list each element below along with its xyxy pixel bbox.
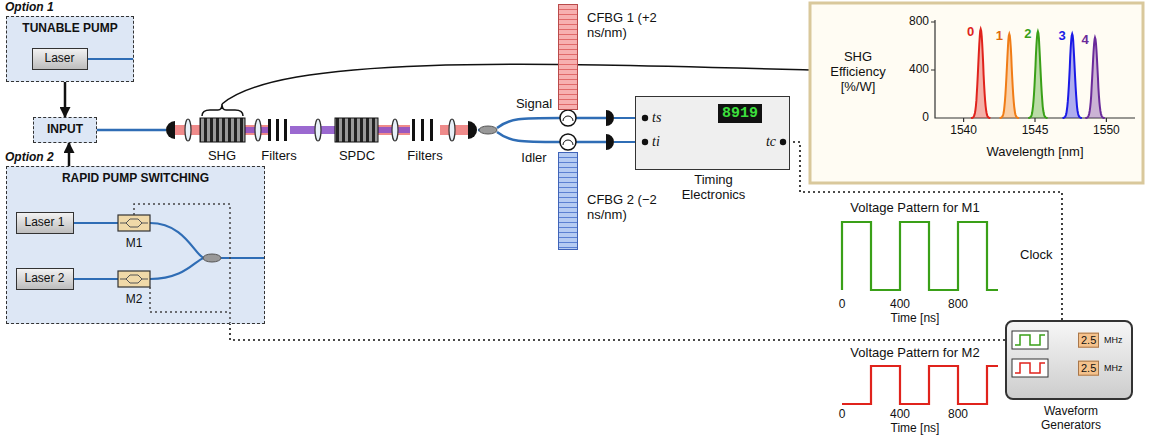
channel-label: ts [652, 110, 661, 126]
tick-label: 800 [948, 408, 968, 422]
tick-label: 0 [839, 298, 846, 312]
axis-title: Time [ns] [891, 422, 940, 436]
tick-label: 0 [839, 408, 846, 422]
unit-label: MHz [1104, 335, 1123, 345]
panel-title: RAPID PUMP SWITCHING [7, 172, 264, 186]
unit-label: MHz [1104, 363, 1123, 373]
tick-label: 400 [890, 408, 910, 422]
tick-label: 0 [922, 111, 929, 125]
axis-title: SHG Efficiency [%/W] [822, 50, 894, 95]
tick-label: 400 [909, 63, 929, 77]
tick-label: 1545 [1022, 124, 1049, 138]
cfbg-grating: CFBG 1 (+2 ns/nm) [558, 4, 578, 110]
laser-label: Laser 2 [24, 272, 64, 286]
input-arrow [64, 82, 67, 117]
component-label: Filters [261, 149, 296, 164]
peak-number: 2 [1024, 27, 1031, 42]
tick-label: 800 [909, 15, 929, 29]
component-label: SHG [208, 149, 236, 164]
waveform-generator-box: Waveform Generators [1005, 320, 1133, 400]
box-caption: Timing Electronics [666, 173, 762, 203]
efficiency-peak [1000, 34, 1019, 118]
input-box: INPUT [33, 117, 97, 143]
option-panel: Option 1TUNABLE PUMPLaser [6, 16, 134, 82]
modulator-label: M2 [126, 293, 143, 307]
axis-title: Time [ns] [891, 312, 940, 326]
fiber-label: Signal [516, 97, 552, 112]
tick-label: 800 [948, 298, 968, 312]
channel-label: ti [652, 134, 660, 150]
laser-box: Laser 2 [16, 268, 74, 290]
tick-label: 1540 [950, 124, 977, 138]
plot-title: Voltage Pattern for M1 [850, 201, 979, 216]
tick-label: 1550 [1093, 124, 1120, 138]
edge-label: Clock [1020, 248, 1053, 263]
counter-display: 8919 [718, 104, 762, 123]
cfbg-grating: CFBG 2 (−2 ns/nm) [558, 152, 578, 250]
tick-label: 400 [890, 298, 910, 312]
peak-number: 3 [1059, 29, 1066, 44]
peak-number: 0 [967, 25, 974, 40]
frequency-display: 2.5 [1078, 361, 1099, 376]
input-label: INPUT [47, 123, 83, 137]
grating-label: CFBG 2 (−2 ns/nm) [587, 193, 667, 223]
laser-box: Laser [32, 48, 88, 70]
frequency-display: 2.5 [1078, 333, 1099, 348]
laser-label: Laser [44, 52, 74, 66]
grating-label: CFBG 1 (+2 ns/nm) [587, 11, 667, 41]
modulator-label: M1 [126, 237, 143, 251]
efficiency-peak [1085, 38, 1105, 118]
panel-title: TUNABLE PUMP [7, 22, 133, 36]
peak-number: 1 [996, 29, 1003, 44]
signal-wire [230, 324, 1005, 340]
component-label: Filters [407, 149, 442, 164]
laser-label: Laser 1 [24, 216, 64, 230]
efficiency-peak [1063, 34, 1082, 118]
laser-box: Laser 1 [16, 212, 74, 234]
box-caption: Waveform Generators [1023, 405, 1119, 433]
axis-title: Wavelength [nm] [986, 145, 1083, 160]
efficiency-peak [971, 29, 990, 118]
input-arrow [68, 143, 71, 166]
option-heading: Option 2 [5, 151, 54, 165]
timing-electronics-box: 8919Timing Electronics [635, 96, 790, 170]
option-heading: Option 1 [5, 1, 54, 15]
peak-number: 4 [1081, 33, 1088, 48]
fiber-label: Idler [521, 151, 546, 166]
channel-label: tc [766, 134, 776, 150]
efficiency-peak [1028, 32, 1047, 118]
plot-title: Voltage Pattern for M2 [850, 346, 979, 361]
signal-wire [790, 142, 1062, 320]
component-label: SPDC [339, 149, 375, 164]
